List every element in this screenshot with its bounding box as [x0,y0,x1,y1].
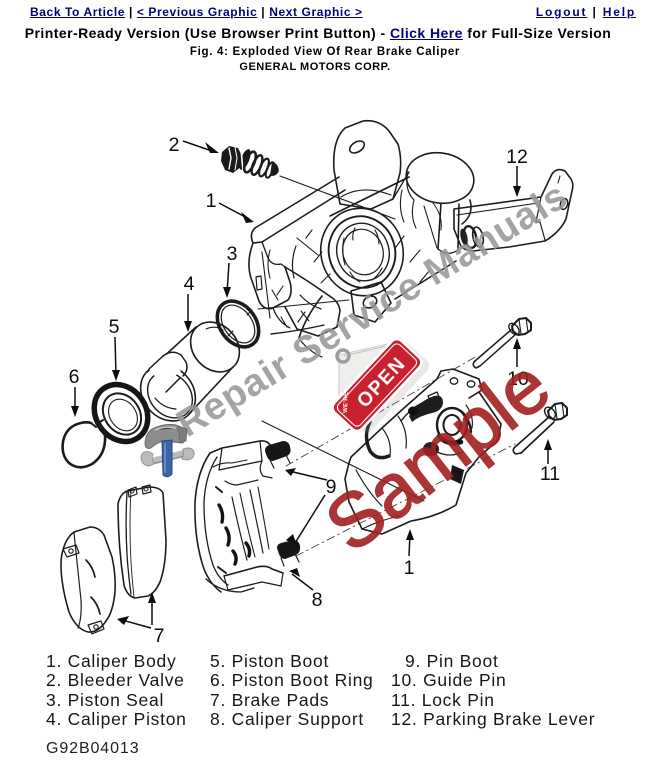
svg-text:1: 1 [404,557,415,579]
svg-text:WE'RE: WE'RE [343,391,350,413]
svg-text:12: 12 [506,146,528,168]
svg-text:5: 5 [109,316,120,338]
svg-text:6: 6 [69,366,80,388]
svg-text:8: 8 [312,589,323,611]
svg-text:1: 1 [206,190,217,212]
svg-text:10: 10 [507,368,529,390]
svg-text:4: 4 [184,273,195,295]
svg-text:3: 3 [227,243,238,265]
svg-text:2: 2 [169,134,180,156]
svg-text:9: 9 [326,476,337,498]
svg-text:7: 7 [154,625,165,647]
svg-text:11: 11 [540,463,560,485]
